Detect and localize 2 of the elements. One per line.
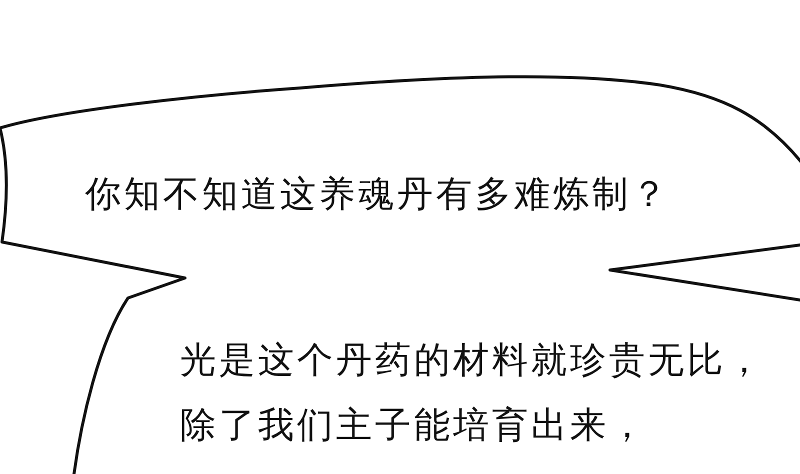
speech-text: 光是这个丹药的材料就珍贵无比，除了我们主子能培育出来， [180, 339, 766, 448]
speech-text: 你知不知道这养魂丹有多难炼制？ [85, 176, 671, 214]
